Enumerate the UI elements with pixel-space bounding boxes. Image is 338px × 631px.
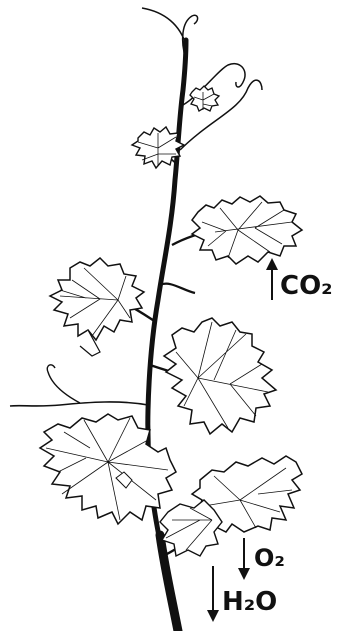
- side-branch-upper: [160, 284, 195, 293]
- o2-arrow-icon: [238, 538, 250, 580]
- tendril-top: [142, 8, 186, 45]
- o2-label: O₂: [254, 544, 285, 572]
- leaf-small-top: [190, 86, 219, 111]
- leaf-mid-left: [50, 258, 144, 356]
- tendril-left-curl: [47, 365, 80, 403]
- tendril-top-curl: [183, 15, 198, 60]
- leaf-mid-right: [164, 318, 276, 434]
- tendril-right-lower: [180, 80, 262, 150]
- leaf-upper-right: [192, 196, 302, 264]
- co2-arrow-icon: [266, 258, 278, 300]
- leaf-lower-right: [160, 456, 302, 556]
- h2o-label: H₂O: [222, 587, 277, 617]
- leaf-lower-left: [40, 414, 176, 524]
- co2-label: CO₂: [280, 271, 333, 301]
- h2o-arrow-icon: [207, 566, 219, 622]
